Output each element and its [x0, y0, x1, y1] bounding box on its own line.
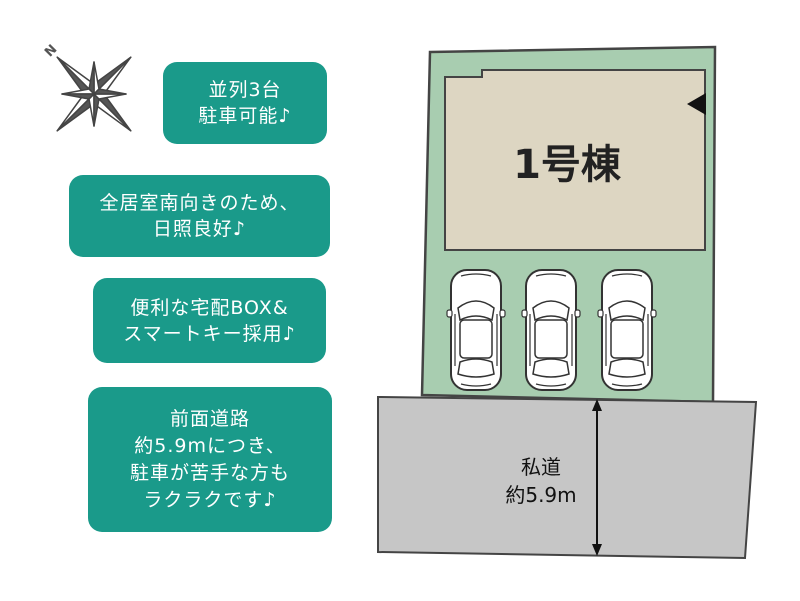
car-3	[597, 269, 657, 391]
car-1	[446, 269, 506, 391]
badge-line: 駐車可能♪	[198, 105, 292, 127]
compass-rose-icon: N	[42, 42, 132, 132]
road-width-label: 約5.9m	[505, 483, 576, 507]
arrow-down-icon	[592, 544, 602, 556]
badge-line: 約5.9mにつき、	[134, 434, 286, 457]
badge-line: 便利な宅配BOX&	[130, 296, 289, 319]
badge-line: 駐車が苦手な方も	[129, 461, 290, 484]
private-road	[377, 395, 758, 560]
badge-line: 前面道路	[169, 407, 250, 430]
feature-badge-delivery-box: 便利な宅配BOX& スマートキー採用♪	[93, 278, 326, 363]
car-2	[521, 269, 581, 391]
badge-line: ラクラクです♪	[143, 488, 277, 511]
entrance-triangle-icon	[687, 93, 706, 115]
badge-line: 日照良好♪	[152, 218, 247, 240]
arrow-up-icon	[592, 399, 602, 411]
badge-line: 全居室南向きのため、	[99, 192, 300, 214]
badge-line: 並列3台	[208, 79, 282, 101]
building-label: 1号棟	[513, 142, 622, 188]
building-1	[444, 69, 706, 251]
feature-badge-parking: 並列3台 駐車可能♪	[163, 62, 327, 144]
parking-cars	[446, 269, 657, 391]
feature-badge-sunlight: 全居室南向きのため、 日照良好♪	[69, 175, 330, 257]
feature-badge-road: 前面道路 約5.9mにつき、 駐車が苦手な方も ラクラクです♪	[88, 387, 332, 532]
road-name: 私道	[521, 455, 561, 479]
badge-line: スマートキー採用♪	[123, 322, 296, 345]
